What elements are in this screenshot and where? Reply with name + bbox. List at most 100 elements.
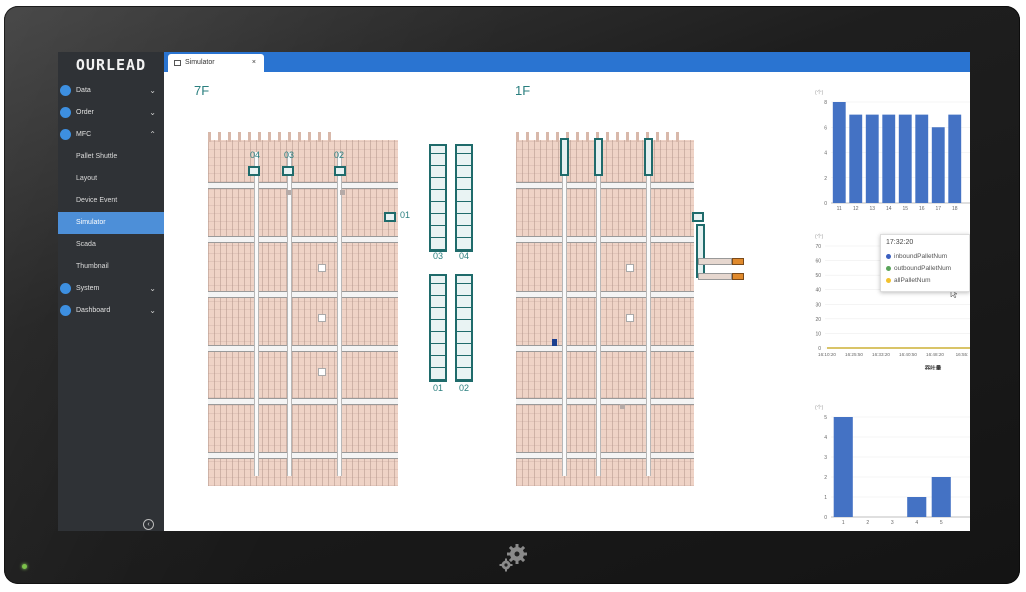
lift-label: 01	[400, 210, 411, 220]
app-screen: OURLEAD Data ⌄ Order ⌄ MFC ⌃ Pallet Shut…	[58, 52, 970, 531]
y-unit: (个)	[815, 234, 824, 240]
lift-1f-02[interactable]	[644, 138, 653, 176]
bar	[915, 114, 929, 203]
lift-03[interactable]	[282, 166, 294, 176]
lift-04[interactable]	[248, 166, 260, 176]
y-tick-label: 50	[815, 273, 821, 279]
chevron-up-icon: ⌃	[149, 130, 156, 139]
elevator-04[interactable]	[455, 144, 473, 252]
x-tick-label: 16:48:20	[926, 352, 944, 357]
lane	[646, 152, 651, 476]
collapse-sidebar-button[interactable]: ‹	[143, 519, 154, 530]
rack-block-1f	[516, 140, 694, 486]
lift-1f-01-shaft	[696, 224, 705, 278]
bar	[849, 114, 863, 203]
aisle	[208, 398, 398, 405]
sidebar-item-layout[interactable]: Layout	[76, 175, 98, 182]
x-tick-label: 15	[902, 206, 908, 212]
y-tick-label: 1	[824, 495, 827, 501]
lift-01[interactable]	[384, 212, 396, 222]
y-tick-label: 0	[824, 201, 827, 207]
x-tick-label: 14	[886, 206, 892, 212]
elevator-02[interactable]	[455, 274, 473, 382]
x-tick-label: 17	[935, 206, 941, 212]
tab-simulator[interactable]: Simulator ×	[168, 54, 264, 72]
bar	[898, 114, 912, 203]
elevator-label: 02	[459, 383, 470, 393]
aisle	[516, 452, 694, 459]
bar-chart-shuttles-per-floor: (个)01234512345每层小车个数	[815, 405, 970, 526]
occupied-slot	[620, 404, 625, 409]
x-tick-label: 1	[842, 520, 845, 526]
lift-label: 03	[284, 150, 295, 160]
bar	[865, 114, 879, 203]
sidebar-item-device-event[interactable]: Device Event	[76, 197, 118, 204]
sidebar-item-thumbnail[interactable]: Thumbnail	[76, 263, 109, 270]
chevron-down-icon: ⌄	[149, 284, 156, 293]
menu-item-order[interactable]: Order ⌄	[58, 102, 164, 124]
y-tick-label: 4	[824, 151, 827, 157]
floor-label-1f: 1F	[515, 83, 531, 98]
menu-label: MFC	[76, 131, 92, 138]
lift-1f-04[interactable]	[560, 138, 569, 176]
lane	[287, 152, 292, 476]
y-tick-label: 0	[818, 346, 821, 352]
rack-block-7f	[208, 140, 398, 486]
tab-bar: Simulator ×	[164, 52, 970, 72]
y-tick-label: 30	[815, 302, 821, 308]
table-icon	[174, 60, 181, 66]
sidebar: OURLEAD Data ⌄ Order ⌄ MFC ⌃ Pallet Shut…	[58, 52, 164, 531]
data-icon	[60, 85, 71, 96]
brand-logo: OURLEAD	[75, 56, 147, 74]
conveyor	[698, 273, 732, 280]
x-tick-label: 12	[853, 206, 859, 212]
x-tick-label: 3	[891, 520, 894, 526]
chevron-down-icon: ⌄	[149, 108, 156, 117]
lift-1f-01[interactable]	[692, 212, 704, 222]
floor-label-7f: 7F	[194, 83, 210, 98]
bar	[882, 114, 896, 203]
sidebar-item-scada[interactable]: Scada	[76, 241, 96, 248]
sidebar-item-pallet-shuttle[interactable]: Pallet Shuttle	[76, 153, 118, 160]
chevron-down-icon: ⌄	[149, 306, 156, 315]
y-tick-label: 0	[824, 515, 827, 521]
lift-02[interactable]	[334, 166, 346, 176]
menu-item-mfc[interactable]: MFC ⌃	[58, 124, 164, 146]
x-tick-label: 4	[915, 520, 918, 526]
elevator-01[interactable]	[429, 274, 447, 382]
mfc-icon	[60, 129, 71, 140]
menu-item-data[interactable]: Data ⌄	[58, 80, 164, 102]
aisle	[208, 236, 398, 243]
legend-dot	[886, 253, 891, 259]
y-tick-label: 20	[815, 317, 821, 323]
cursor-icon	[950, 289, 958, 299]
pallet-shuttle[interactable]	[732, 273, 744, 280]
elevator-label: 03	[433, 251, 444, 261]
occupied-slot	[340, 190, 345, 195]
y-tick-label: 5	[824, 415, 827, 421]
tooltip-series: allPalletNum	[894, 277, 931, 284]
shuttle-marker[interactable]	[552, 339, 557, 346]
rack-top-7f	[208, 132, 338, 142]
x-tick-label: 18	[952, 206, 958, 212]
empty-slot	[318, 368, 326, 376]
empty-slot	[318, 314, 326, 322]
bar	[948, 114, 962, 203]
y-tick-label: 2	[824, 176, 827, 182]
sidebar-item-simulator[interactable]: Simulator	[58, 212, 164, 234]
x-tick-label: 16:10:20	[818, 352, 836, 357]
menu-label: Dashboard	[76, 307, 111, 314]
tooltip-time: 17:32:20	[886, 239, 914, 246]
menu-item-system[interactable]: System ⌄	[58, 278, 164, 300]
menu-label: Data	[76, 87, 91, 94]
x-tick-label: 5	[940, 520, 943, 526]
chart-title: 吞吐量	[925, 364, 942, 370]
elevator-03[interactable]	[429, 144, 447, 252]
menu-item-dashboard[interactable]: Dashboard ⌄	[58, 300, 164, 322]
menu-label: System	[76, 285, 100, 292]
aisle	[208, 345, 398, 352]
tooltip-row: allPalletNum	[886, 277, 931, 284]
close-icon[interactable]: ×	[251, 59, 256, 66]
lift-1f-03[interactable]	[594, 138, 603, 176]
pallet-shuttle[interactable]	[732, 258, 744, 265]
